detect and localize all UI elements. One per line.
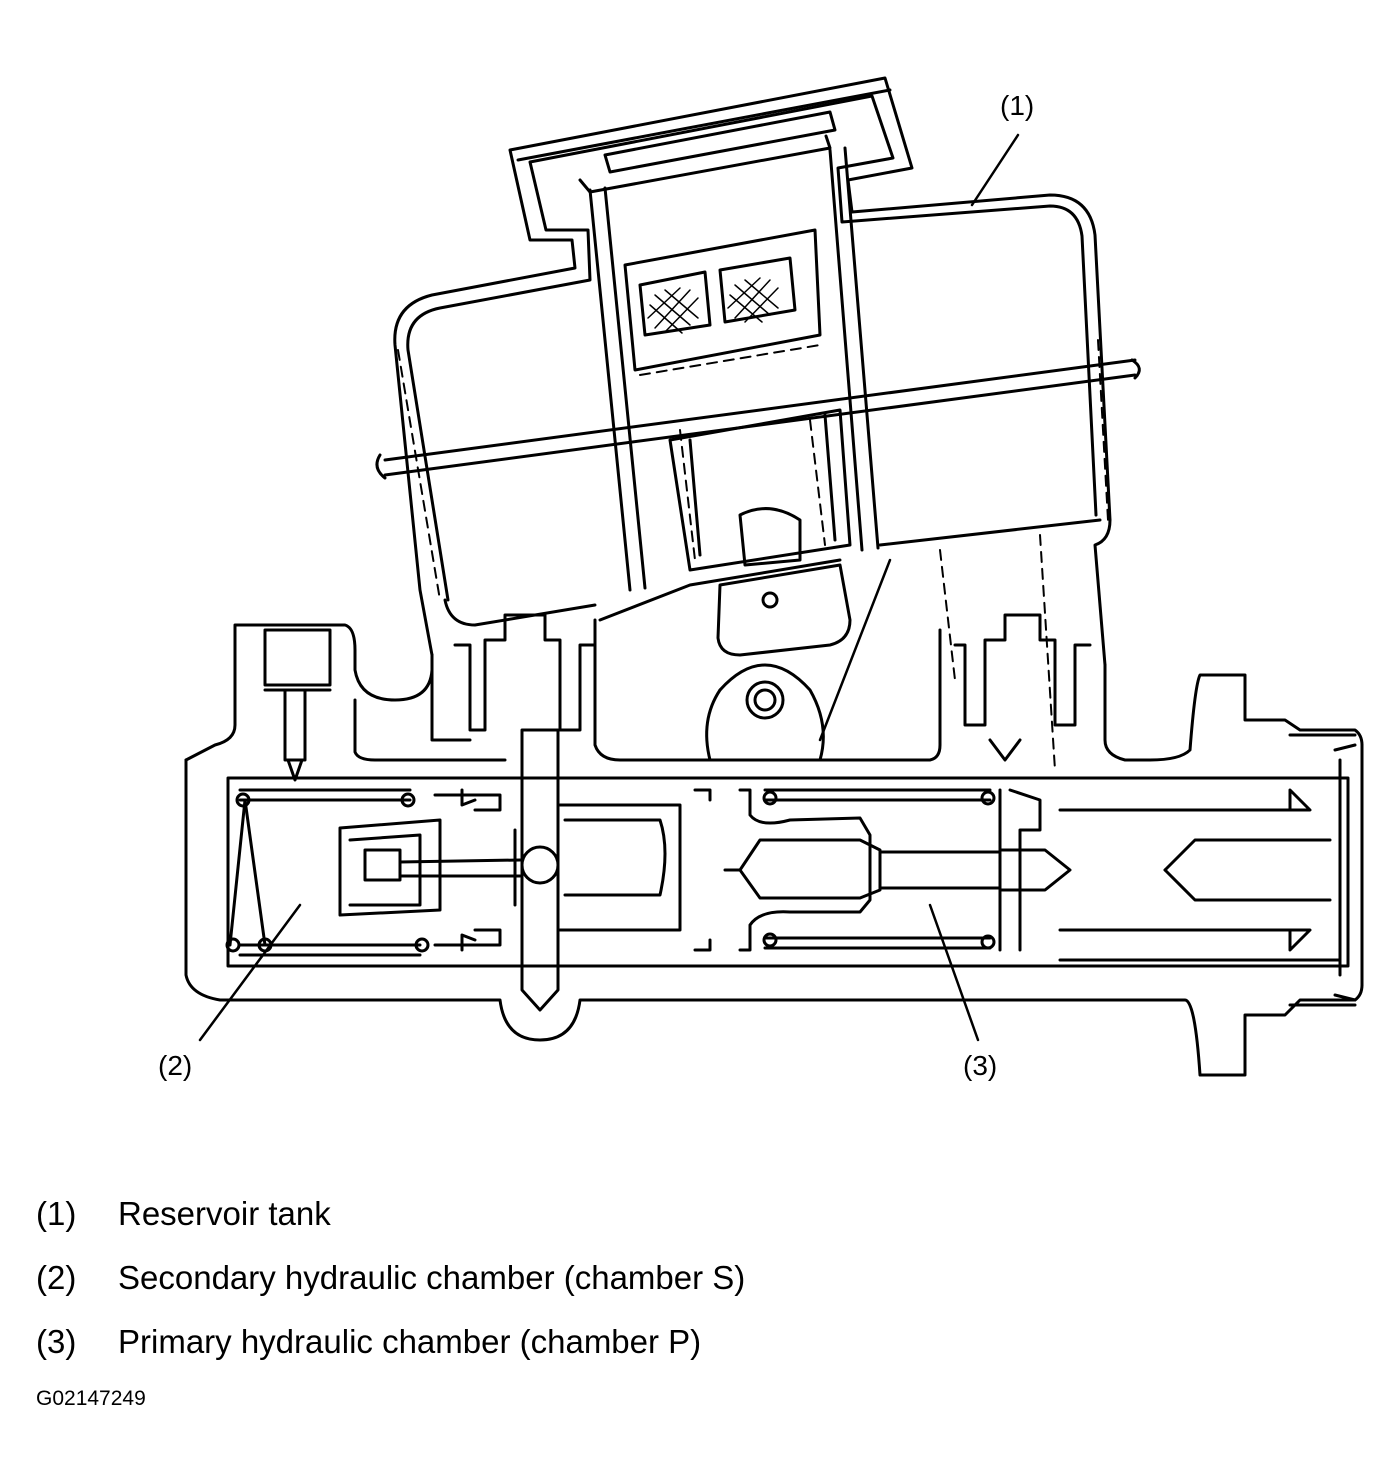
leader-1	[970, 133, 1020, 207]
legend-text: Reservoir tank	[118, 1195, 331, 1232]
master-cylinder-diagram: (1) (2) (3)	[158, 76, 1364, 1081]
leader-3	[928, 903, 980, 1042]
legend-item: (1) Reservoir tank	[36, 1190, 1036, 1254]
legend-item: (2) Secondary hydraulic chamber (chamber…	[36, 1254, 1036, 1318]
cylinder-body	[184, 507, 1364, 1077]
figure-id: G02147249	[36, 1387, 146, 1410]
legend: (1) Reservoir tank (2) Secondary hydraul…	[36, 1190, 1036, 1382]
leader-lines	[198, 133, 1020, 1042]
callout-3: (3)	[963, 1050, 997, 1081]
secondary-spring	[225, 788, 430, 957]
secondary-piston	[338, 788, 522, 952]
legend-number: (1)	[36, 1195, 77, 1232]
callout-2: (2)	[158, 1050, 192, 1081]
legend-number: (2)	[36, 1259, 77, 1296]
leader-2	[198, 903, 302, 1042]
primary-piston	[693, 733, 1357, 1007]
legend-number: (3)	[36, 1323, 77, 1360]
legend-item: (3) Primary hydraulic chamber (chamber P…	[36, 1318, 1036, 1382]
legend-text: Secondary hydraulic chamber (chamber S)	[118, 1259, 746, 1296]
callout-1: (1)	[1000, 90, 1034, 121]
primary-spring	[762, 788, 996, 950]
reservoir-tank	[375, 76, 1141, 667]
center-pin	[513, 728, 682, 1012]
legend-text: Primary hydraulic chamber (chamber P)	[118, 1323, 702, 1360]
filter-mesh	[647, 277, 779, 334]
leader-1-lower	[818, 558, 892, 742]
